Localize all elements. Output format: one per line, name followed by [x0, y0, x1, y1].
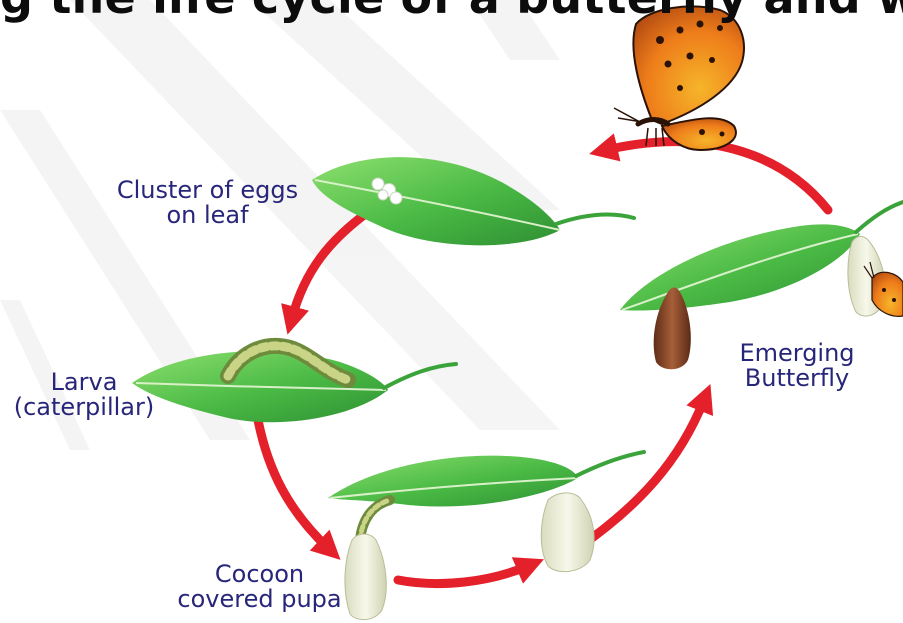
arrow-emerging-to-adult [606, 142, 828, 210]
heading-partial: g the life cycle of a butterfly and writ… [0, 0, 903, 24]
arrow-pupa-to-emerging [578, 400, 704, 548]
label-pupa-line2: covered pupa [172, 587, 347, 612]
label-eggs-line2: on leaf [100, 203, 315, 228]
label-eggs-line1: Cluster of eggs [100, 178, 315, 203]
arrow-larva-to-pupa [258, 420, 328, 548]
label-larva-line2: (caterpillar) [0, 395, 168, 420]
label-emerging-line2: Butterfly [712, 366, 882, 391]
label-emerging: Emerging Butterfly [712, 341, 882, 391]
label-pupa-line1: Cocoon [172, 562, 347, 587]
label-pupa: Cocoon covered pupa [172, 562, 347, 612]
label-larva: Larva (caterpillar) [0, 370, 168, 420]
cocoon-left [345, 534, 386, 620]
label-larva-line1: Larva [0, 370, 168, 395]
arrow-pupa-to-pupa [398, 566, 528, 584]
cocoon-right [541, 493, 594, 572]
label-eggs: Cluster of eggs on leaf [100, 178, 315, 228]
label-emerging-line1: Emerging [712, 341, 882, 366]
adult-butterfly [614, 6, 744, 150]
